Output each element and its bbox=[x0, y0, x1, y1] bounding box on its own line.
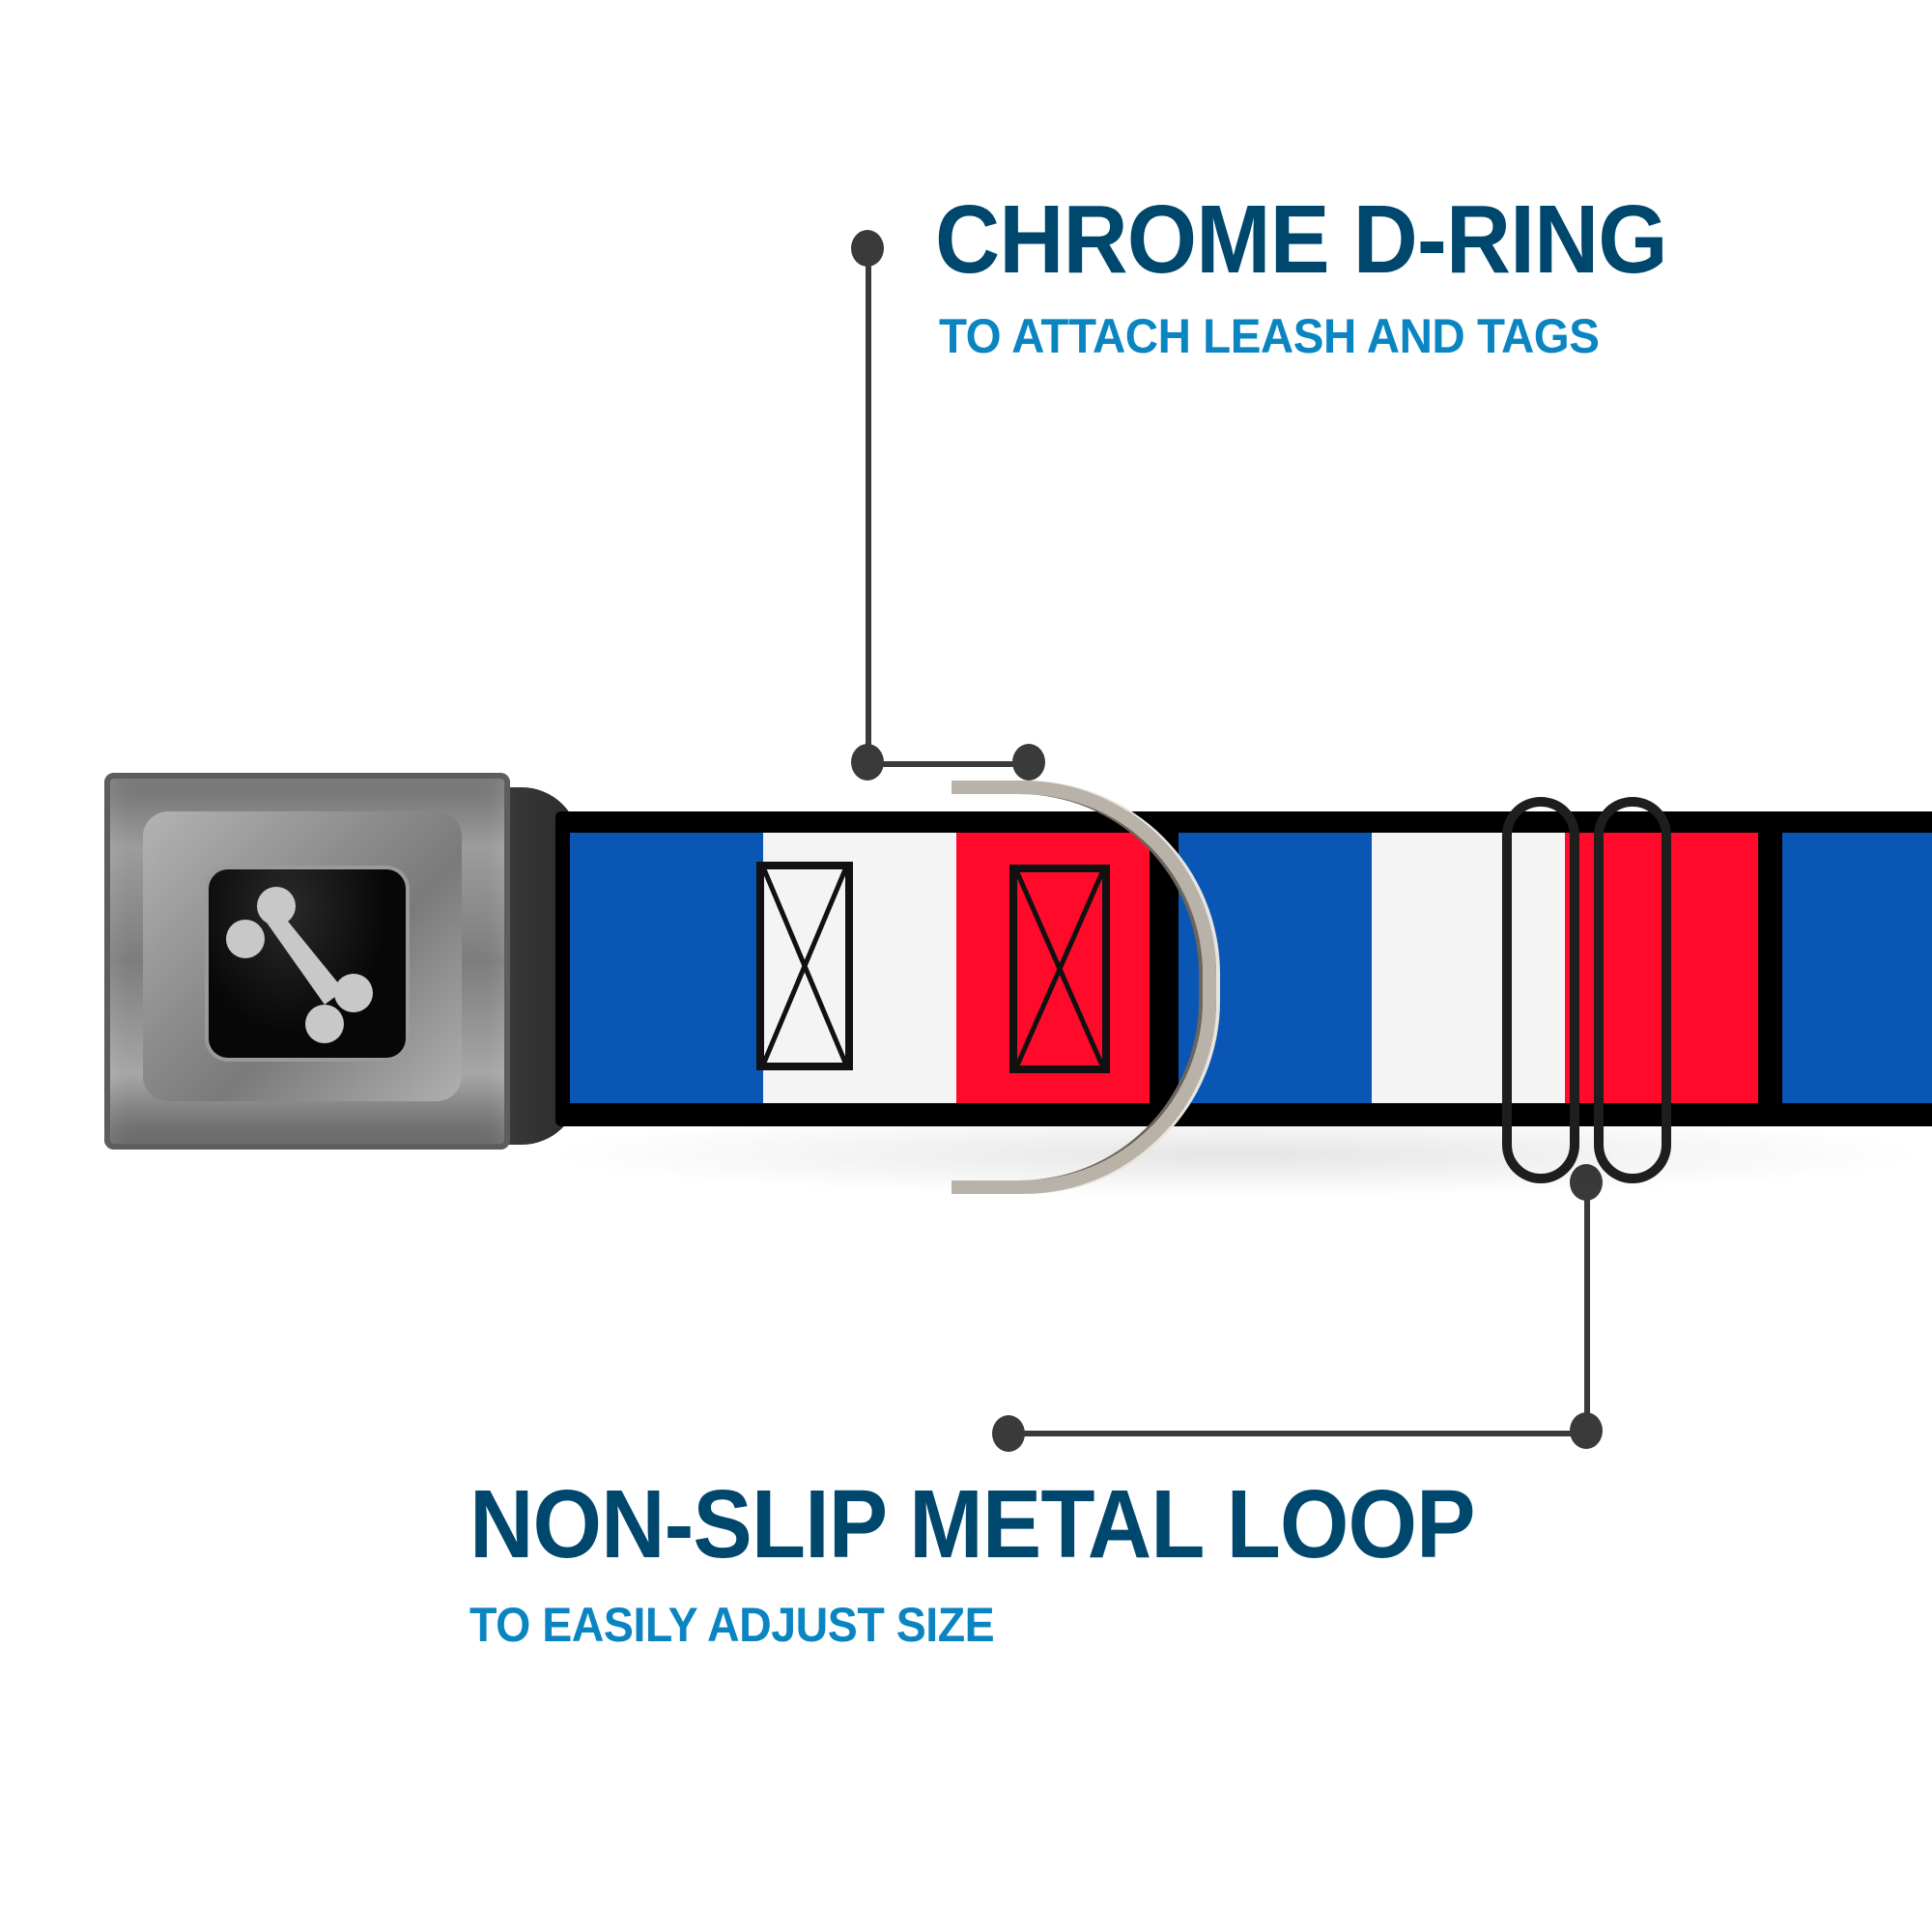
metal-loop-left bbox=[1502, 797, 1579, 1183]
collar-strap bbox=[555, 811, 1932, 1126]
connector-line bbox=[1009, 1431, 1584, 1436]
x-mark-icon bbox=[761, 868, 848, 1064]
callout-title-metal-loop: NON-SLIP METAL LOOP bbox=[469, 1470, 1475, 1578]
callout-title-d-ring: CHROME D-RING bbox=[935, 185, 1668, 294]
bone-icon bbox=[226, 887, 373, 1043]
connector-line bbox=[1584, 1183, 1590, 1435]
buckle-face bbox=[143, 811, 462, 1101]
flag-x-box bbox=[756, 862, 853, 1070]
stripe-white bbox=[1372, 833, 1565, 1103]
callout-subtitle-d-ring: TO ATTACH LEASH AND TAGS bbox=[939, 309, 1600, 363]
seatbelt-buckle bbox=[104, 773, 510, 1150]
metal-loop-right bbox=[1594, 797, 1671, 1183]
connector-dot bbox=[1012, 744, 1045, 781]
connector-dot bbox=[992, 1415, 1025, 1452]
callout-subtitle-metal-loop: TO EASILY ADJUST SIZE bbox=[469, 1598, 995, 1652]
buckle-badge bbox=[209, 869, 406, 1058]
connector-line bbox=[867, 761, 1032, 767]
stripe-blue bbox=[570, 833, 763, 1103]
stripe-white bbox=[763, 833, 956, 1103]
connector-line bbox=[866, 249, 871, 761]
stripe-blue bbox=[1782, 833, 1932, 1103]
